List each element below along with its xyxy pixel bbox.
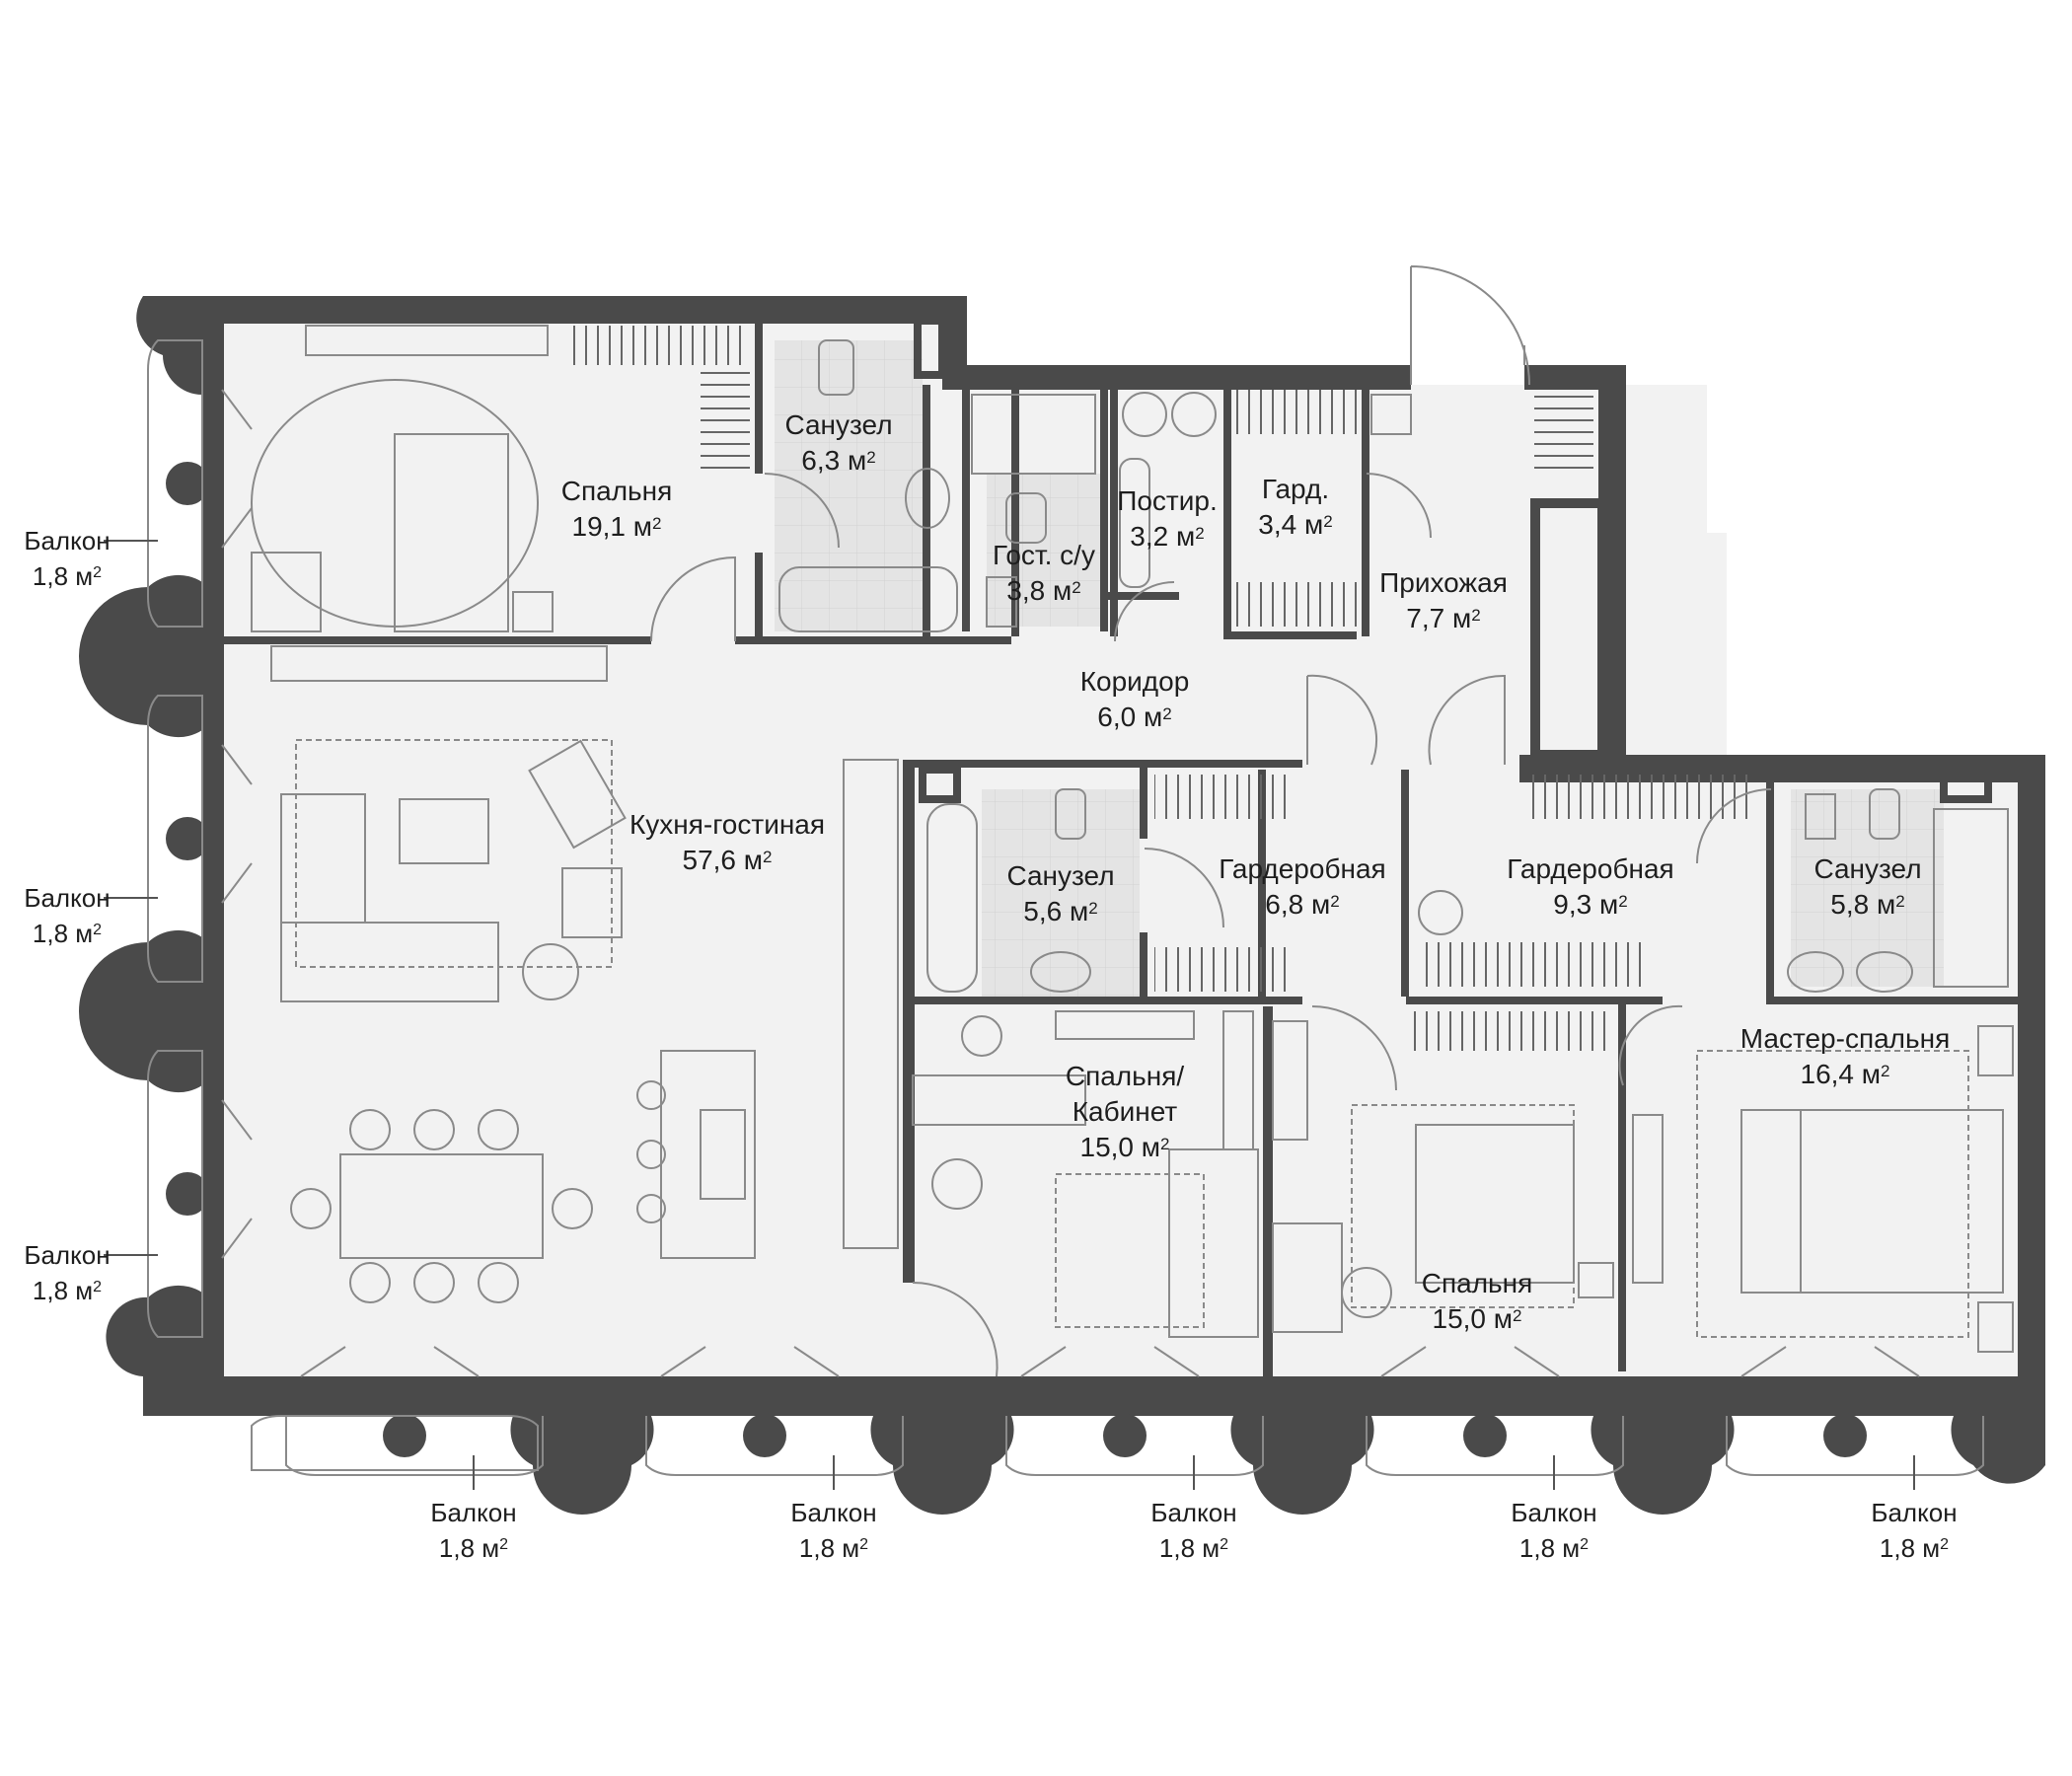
balcony-name: Балкон [790,1498,877,1527]
balcony-label-bottom-1: Балкон 1,8 м2 [375,1495,572,1566]
room-label-guest-wc: Гост. с/у 3,8 м2 [837,538,1251,609]
room-label-bathroom-1: Санузел 6,3 м2 [631,407,1046,479]
facade-columns-bottom [383,1414,2045,1515]
balcony-name: Балкон [24,526,111,555]
balcony-area: 1,8 м2 [32,561,103,591]
room-area: 57,6 м2 [682,845,773,875]
balcony-label-left-2: Балкон 1,8 м2 [0,880,166,951]
balcony-leader-lines [104,540,1915,1490]
room-name: Кухня-гостиная [629,809,826,840]
room-area: 6,0 м2 [1097,702,1172,732]
room-area: 3,4 м2 [1258,509,1333,540]
room-area: 15,0 м2 [1432,1303,1522,1334]
room-area: 19,1 м2 [571,511,662,542]
balcony-name: Балкон [1871,1498,1958,1527]
room-label-kitchen-living: Кухня-гостиная 57,6 м2 [520,807,934,878]
balcony-name: Балкон [1511,1498,1597,1527]
room-label-bathroom-3: Санузел 5,8 м2 [1661,851,2072,923]
room-area: 15,0 м2 [1079,1132,1170,1162]
room-label-bedroom-office: Спальня/ Кабинет 15,0 м2 [918,1059,1332,1165]
doors [650,265,1772,1377]
room-name: Гардеробная [1507,853,1674,884]
room-label-wardrobe-small: Гард. 3,4 м2 [1088,472,1503,543]
balcony-label-bottom-4: Балкон 1,8 м2 [1455,1495,1653,1566]
room-label-bedroom-2: Спальня 15,0 м2 [1270,1266,1684,1337]
room-label-laundry: Постир. 3,2 м2 [960,483,1374,555]
balcony-area: 1,8 м2 [798,1533,869,1563]
room-name: Коридор [1079,666,1190,697]
room-label-master-bedroom: Мастер-спальня 16,4 м2 [1638,1021,2052,1092]
room-label-wardrobe-1: Гардеробная 6,8 м2 [1095,851,1510,923]
room-name: Гардеробная [1219,853,1386,884]
room-area: 7,7 м2 [1406,603,1481,633]
balcony-area: 1,8 м2 [438,1533,509,1563]
room-name: Санузел [1006,860,1115,891]
room-area: 16,4 м2 [1800,1059,1890,1089]
room-name: Спальня [1421,1268,1533,1298]
room-label-hallway: Прихожая 7,7 м2 [1236,565,1651,636]
room-area: 6,8 м2 [1265,889,1340,920]
room-area: 3,2 м2 [1130,521,1205,552]
room-name: Спальня [560,476,673,506]
balcony-name: Балкон [24,1240,111,1270]
balcony-name: Балкон [430,1498,517,1527]
room-area: 6,3 м2 [801,445,876,476]
interior-walls [222,321,2023,1381]
balcony-area: 1,8 м2 [32,1276,103,1305]
balcony-name: Балкон [1150,1498,1237,1527]
exterior-wall [202,296,2045,1426]
wardrobe-shelves [567,326,1756,1051]
balconies [147,339,1984,1476]
room-name: Постир. [1117,485,1218,516]
room-name: Гост. с/у [993,540,1095,570]
room-name: Прихожая [1379,567,1508,598]
balcony-label-bottom-2: Балкон 1,8 м2 [735,1495,932,1566]
facade-columns-left [79,296,209,1416]
balcony-area: 1,8 м2 [32,919,103,948]
balcony-label-bottom-3: Балкон 1,8 м2 [1095,1495,1293,1566]
room-label-corridor: Коридор 6,0 м2 [927,664,1342,735]
furniture [251,325,2014,1353]
windows [221,389,1920,1377]
room-name: Спальня/ Кабинет [1065,1061,1185,1127]
room-name: Гард. [1261,474,1330,504]
balcony-label-bottom-5: Балкон 1,8 м2 [1815,1495,2013,1566]
balcony-label-left-1: Балкон 1,8 м2 [0,523,166,594]
room-name: Санузел [784,409,893,440]
room-name: Мастер-спальня [1739,1023,1951,1054]
wet-room-tiles [775,340,1944,997]
balcony-label-left-3: Балкон 1,8 м2 [0,1237,166,1308]
balcony-area: 1,8 м2 [1879,1533,1950,1563]
room-area: 3,8 м2 [1006,575,1081,606]
balcony-area: 1,8 м2 [1158,1533,1229,1563]
room-label-bedroom-1: Спальня 19,1 м2 [409,474,824,545]
room-label-bathroom-2: Санузел 5,6 м2 [853,858,1268,929]
room-area: 9,3 м2 [1553,889,1628,920]
room-label-wardrobe-2: Гардеробная 9,3 м2 [1383,851,1798,923]
room-name: Санузел [1813,853,1922,884]
balcony-area: 1,8 м2 [1518,1533,1590,1563]
room-area: 5,8 м2 [1830,889,1905,920]
balcony-name: Балкон [24,883,111,913]
room-area: 5,6 м2 [1023,896,1098,926]
